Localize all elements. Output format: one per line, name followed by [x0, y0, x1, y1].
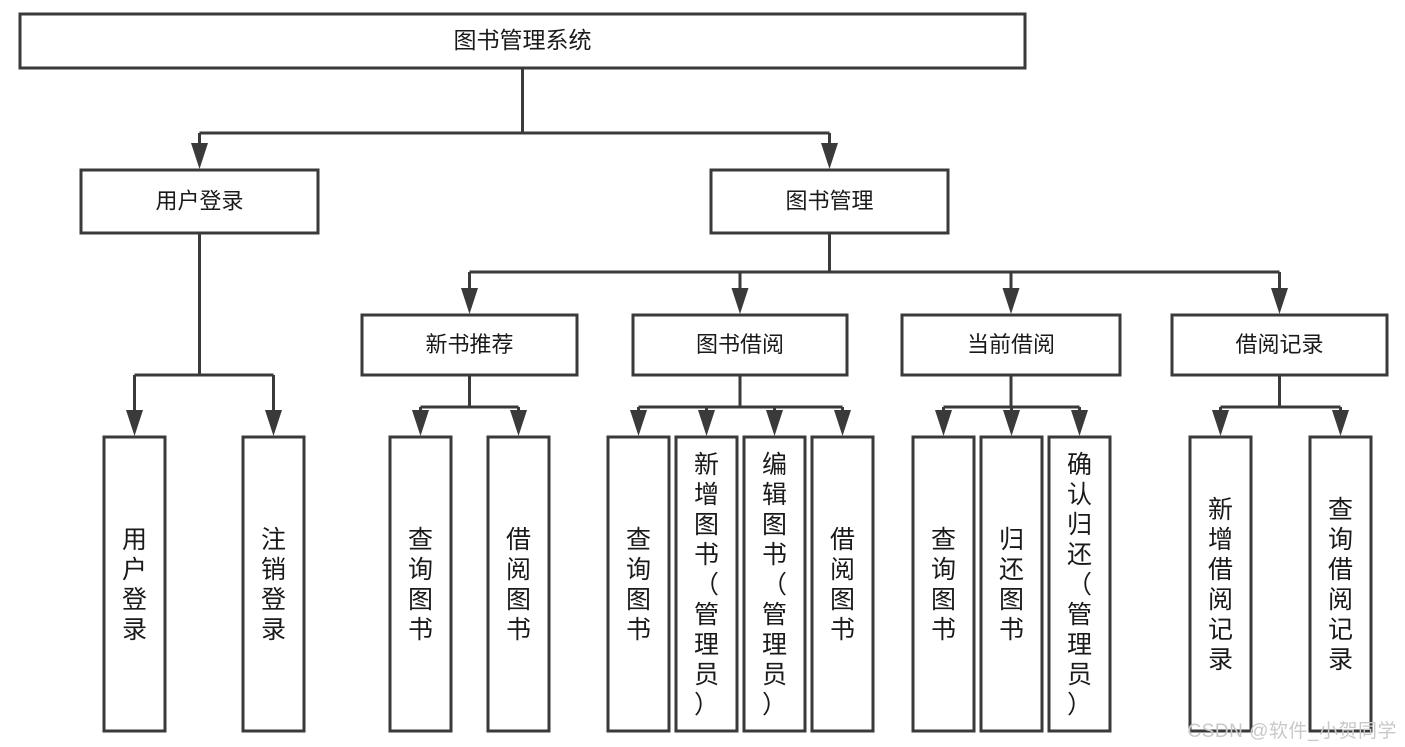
- node-label-leaf-add-book: 新增图书（管理员）: [694, 451, 719, 719]
- node-box-leaf-borrow-book-b[interactable]: [810, 435, 875, 733]
- node-label-borrow-record: 借阅记录: [1235, 332, 1323, 357]
- node-leaf-edit-book[interactable]: 编辑图书（管理员）: [742, 435, 807, 733]
- connector-borrow-record: [1212, 375, 1349, 436]
- node-leaf-query-book-b[interactable]: 查询图书: [606, 435, 671, 733]
- connector-new-book-rec: [412, 375, 527, 436]
- node-box-book-manage[interactable]: [709, 168, 950, 235]
- connectors-group: [126, 68, 1349, 436]
- node-label-book-borrow: 图书借阅: [696, 332, 784, 357]
- node-label-leaf-add-record: 新增借阅记录: [1208, 496, 1233, 674]
- node-label-leaf-query-book-c: 查询图书: [931, 526, 956, 644]
- node-box-borrow-record[interactable]: [1170, 313, 1389, 377]
- connector-book-borrow: [630, 375, 851, 436]
- node-new-book-rec[interactable]: 新书推荐: [360, 313, 579, 377]
- node-leaf-add-book[interactable]: 新增图书（管理员）: [674, 435, 739, 733]
- node-leaf-borrow-book-rec[interactable]: 借阅图书: [486, 435, 551, 733]
- connector-current-borrow: [935, 375, 1088, 436]
- node-box-leaf-add-record[interactable]: [1188, 435, 1253, 733]
- node-leaf-query-book-c[interactable]: 查询图书: [911, 435, 976, 733]
- node-leaf-borrow-book-b[interactable]: 借阅图书: [810, 435, 875, 733]
- node-leaf-query-book-rec[interactable]: 查询图书: [388, 435, 453, 733]
- node-box-user-login[interactable]: [79, 168, 320, 235]
- node-borrow-record[interactable]: 借阅记录: [1170, 313, 1389, 377]
- node-box-leaf-return-book[interactable]: [979, 435, 1044, 733]
- node-box-leaf-borrow-book-rec[interactable]: [486, 435, 551, 733]
- node-leaf-return-book[interactable]: 归还图书: [979, 435, 1044, 733]
- node-box-leaf-confirm-return[interactable]: [1047, 435, 1112, 733]
- nodes-group: 图书管理系统用户登录图书管理新书推荐图书借阅当前借阅借阅记录用户登录注销登录查询…: [18, 12, 1389, 733]
- node-label-leaf-borrow-book-b: 借阅图书: [830, 526, 855, 644]
- node-label-new-book-rec: 新书推荐: [425, 332, 513, 357]
- node-label-leaf-user-logout: 注销登录: [261, 526, 286, 644]
- node-book-manage[interactable]: 图书管理: [709, 168, 950, 235]
- node-label-leaf-query-book-rec: 查询图书: [408, 526, 433, 644]
- node-label-leaf-query-book-b: 查询图书: [626, 526, 651, 644]
- node-label-leaf-user-login: 用户登录: [122, 526, 147, 644]
- node-box-leaf-add-book[interactable]: [674, 435, 739, 733]
- node-box-current-borrow[interactable]: [900, 313, 1122, 377]
- node-label-current-borrow: 当前借阅: [967, 332, 1055, 357]
- node-box-book-borrow[interactable]: [631, 313, 849, 377]
- node-label-user-login: 用户登录: [155, 188, 243, 213]
- connector-user-login: [126, 233, 282, 436]
- node-box-leaf-query-book-b[interactable]: [606, 435, 671, 733]
- node-user-login[interactable]: 用户登录: [79, 168, 320, 235]
- node-box-root[interactable]: [18, 12, 1027, 70]
- node-box-leaf-user-login[interactable]: [102, 435, 167, 733]
- node-box-leaf-query-book-c[interactable]: [911, 435, 976, 733]
- node-box-leaf-edit-book[interactable]: [742, 435, 807, 733]
- node-label-leaf-borrow-book-rec: 借阅图书: [506, 526, 531, 644]
- node-leaf-query-record[interactable]: 查询借阅记录: [1308, 435, 1373, 733]
- node-box-leaf-user-logout[interactable]: [241, 435, 306, 733]
- node-label-leaf-confirm-return: 确认归还（管理员）: [1067, 451, 1092, 719]
- csdn-watermark: CSDN @软件_小贺同学: [1187, 721, 1397, 742]
- node-root[interactable]: 图书管理系统: [18, 12, 1027, 70]
- node-box-leaf-query-record[interactable]: [1308, 435, 1373, 733]
- node-leaf-add-record[interactable]: 新增借阅记录: [1188, 435, 1253, 733]
- node-book-borrow[interactable]: 图书借阅: [631, 313, 849, 377]
- node-leaf-user-logout[interactable]: 注销登录: [241, 435, 306, 733]
- node-current-borrow[interactable]: 当前借阅: [900, 313, 1122, 377]
- node-label-book-manage: 图书管理: [785, 188, 873, 213]
- node-box-new-book-rec[interactable]: [360, 313, 579, 377]
- node-box-leaf-query-book-rec[interactable]: [388, 435, 453, 733]
- node-label-root: 图书管理系统: [454, 27, 592, 53]
- connector-book-manage: [461, 233, 1288, 314]
- connector-root: [191, 68, 838, 169]
- node-leaf-user-login[interactable]: 用户登录: [102, 435, 167, 733]
- node-leaf-confirm-return[interactable]: 确认归还（管理员）: [1047, 435, 1112, 733]
- node-label-leaf-return-book: 归还图书: [999, 526, 1024, 644]
- node-label-leaf-edit-book: 编辑图书（管理员）: [762, 451, 787, 719]
- node-label-leaf-query-record: 查询借阅记录: [1328, 496, 1353, 674]
